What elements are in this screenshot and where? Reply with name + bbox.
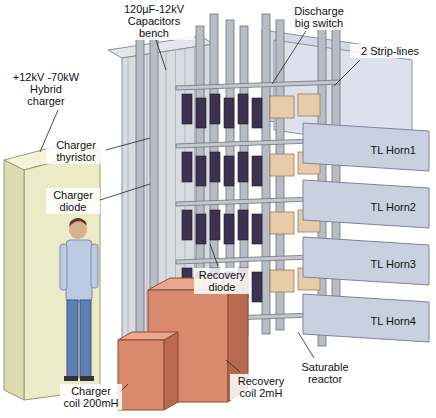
plate-label: TL Horn4 bbox=[371, 315, 430, 327]
human-figure bbox=[60, 218, 98, 381]
diode-label: Charger diode bbox=[46, 188, 100, 214]
recovery-diode-label: Recovery diode bbox=[194, 268, 250, 294]
switch-label: Discharge big switch bbox=[286, 4, 352, 30]
strip-line-plate: TL Horn3 bbox=[302, 236, 430, 286]
plate-label: TL Horn1 bbox=[371, 144, 430, 156]
plate-shape bbox=[303, 180, 429, 228]
capacitor-label: 120µF-12kV Capacitors bench bbox=[114, 2, 194, 40]
reactor-label: Saturable reactor bbox=[294, 360, 356, 386]
thyristor-label: Charger thyristor bbox=[46, 138, 106, 164]
strip-line-plate: TL Horn2 bbox=[302, 179, 430, 229]
plate-label: TL Horn2 bbox=[371, 201, 430, 213]
plate-shape bbox=[303, 123, 429, 171]
plate-label: TL Horn3 bbox=[371, 258, 430, 270]
charger-coil-label: Charger coil 200mH bbox=[60, 384, 122, 410]
charger-label: +12kV -70kW Hybrid charger bbox=[8, 70, 84, 108]
strip-line-plate: TL Horn4 bbox=[302, 293, 430, 343]
strip-line-plate: TL Horn1 bbox=[302, 122, 430, 172]
plate-shape bbox=[303, 237, 429, 285]
plate-shape bbox=[303, 294, 429, 342]
recovery-coil-label: Recovery coil 2mH bbox=[230, 374, 292, 400]
stripline-label: 2 Strip-lines bbox=[350, 44, 430, 58]
